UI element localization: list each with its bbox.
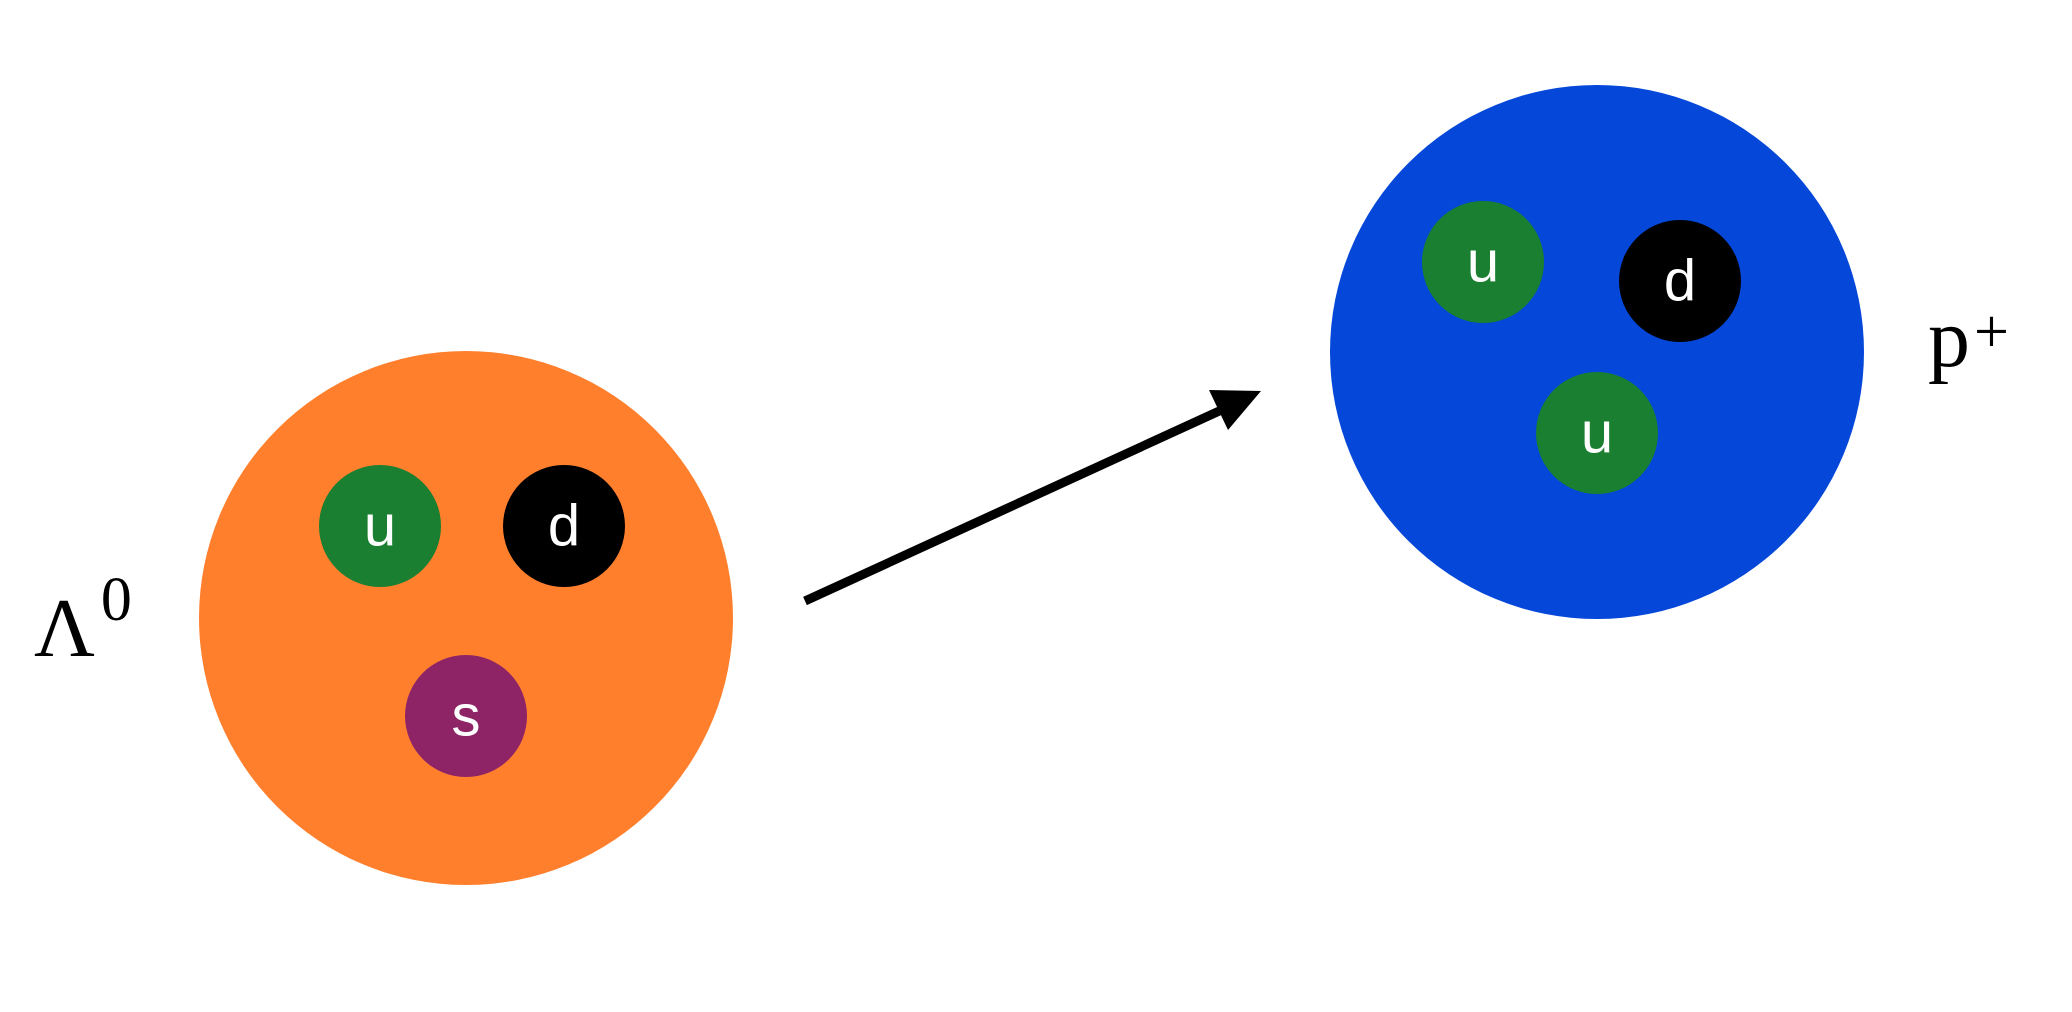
quark-u: u [1536, 372, 1658, 494]
up-quark-circle [1422, 201, 1544, 323]
up-quark-circle [1536, 372, 1658, 494]
lambda-symbol: Λ [34, 582, 95, 675]
quark-label: u [1581, 401, 1613, 466]
quark-d: d [1619, 220, 1741, 342]
proton-baryon: u d u [1330, 85, 1864, 619]
lambda-charge: 0 [101, 566, 132, 634]
up-quark-circle [319, 465, 441, 587]
lambda-label: Λ0 [34, 566, 132, 675]
proton-label: p+ [1928, 292, 2009, 385]
quark-label: u [364, 494, 396, 559]
proton-baryon-circle [1330, 85, 1864, 619]
quark-label: d [548, 494, 580, 559]
strange-quark-circle [405, 655, 527, 777]
quark-label: s [452, 684, 481, 749]
quark-d: d [503, 465, 625, 587]
quark-u: u [319, 465, 441, 587]
down-quark-circle [1619, 220, 1741, 342]
down-quark-circle [503, 465, 625, 587]
quark-s: s [405, 655, 527, 777]
quark-u: u [1422, 201, 1544, 323]
proton-charge: + [1974, 298, 2009, 366]
right-arrow-icon [803, 390, 1261, 606]
lambda-baryon: u d s [199, 351, 733, 885]
proton-symbol: p [1928, 292, 1970, 385]
quark-label: d [1664, 249, 1696, 314]
arrow-shaft [803, 402, 1230, 606]
quark-label: u [1467, 230, 1499, 295]
lambda-baryon-circle [199, 351, 733, 885]
arrow-head [1209, 390, 1261, 430]
